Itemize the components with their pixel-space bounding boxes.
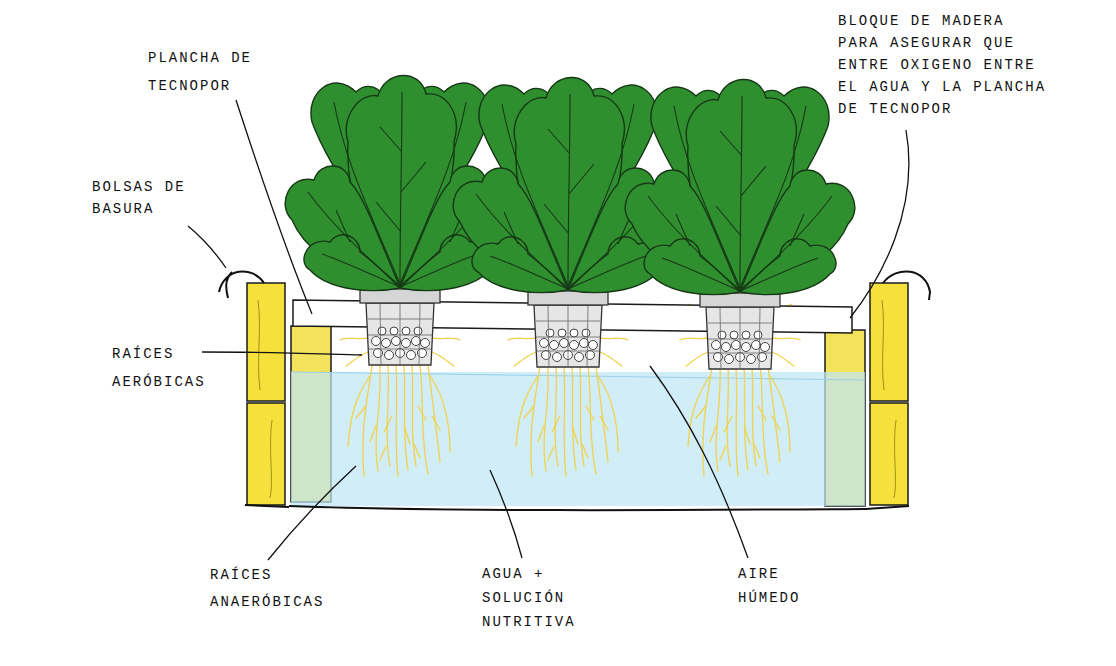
trash-bag xyxy=(219,271,264,298)
leader-line xyxy=(650,366,748,558)
leader-line xyxy=(202,352,362,355)
net-pot xyxy=(528,288,608,367)
leader-line xyxy=(490,470,522,558)
callout-label: PLANCHA DE TECNOPOR xyxy=(148,44,256,100)
leader-line xyxy=(236,100,312,314)
trash-bag xyxy=(289,506,866,510)
callout-label: BOLSAS DE BASURA xyxy=(92,176,190,220)
callout-label: AIRE HÚMEDO xyxy=(738,562,804,610)
water-surface xyxy=(291,372,865,380)
trash-bag xyxy=(883,271,930,300)
net-pot xyxy=(700,290,780,369)
leader-line xyxy=(188,226,226,268)
outer-wood-block xyxy=(247,403,285,505)
leader-line xyxy=(268,466,356,560)
trash-bag xyxy=(245,505,909,509)
net-pot xyxy=(360,286,440,365)
callout-label: BLOQUE DE MADERA PARA ASEGURAR QUE ENTRE… xyxy=(838,10,1050,120)
leader-line xyxy=(850,130,909,318)
callout-label: AGUA + SOLUCIÓN NUTRITIVA xyxy=(482,562,580,634)
callout-label: RAÍCES ANAERÓBICAS xyxy=(210,562,328,616)
outer-wood-block xyxy=(870,403,908,505)
outer-wood-block xyxy=(870,283,908,401)
outer-wood-block xyxy=(247,283,285,401)
plant xyxy=(625,79,855,294)
callout-label: RAÍCES AERÓBICAS xyxy=(112,340,210,396)
